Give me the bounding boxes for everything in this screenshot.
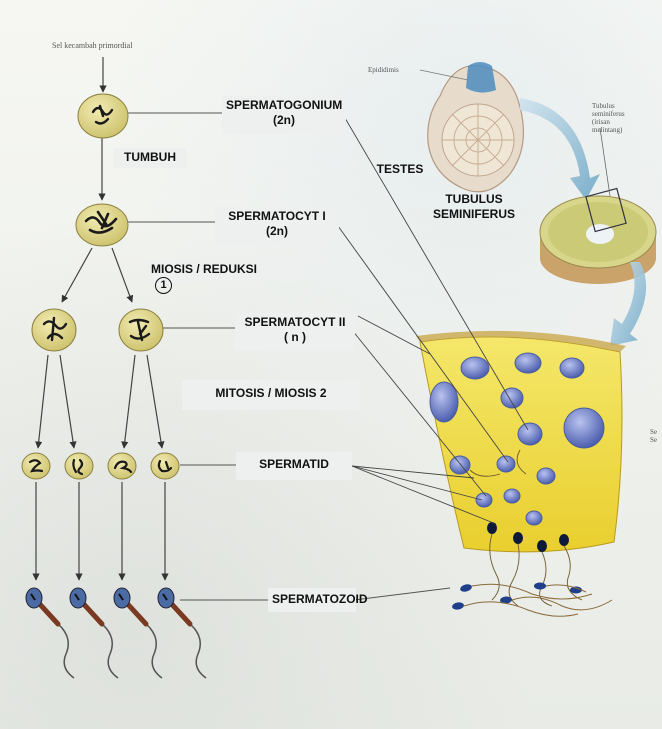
edge-text-1: Se [650, 428, 657, 436]
flow-arrow-2 [610, 262, 647, 346]
edge-text-2: Se [650, 436, 657, 444]
cell-spermatid-4 [150, 452, 180, 480]
free-sperm [452, 582, 613, 617]
cell-spermatid-3 [107, 452, 137, 480]
cell-spermatid-2 [64, 452, 94, 480]
sperm-1 [25, 587, 75, 679]
label-spermatogonium-ploidy: (2n) [273, 113, 295, 127]
label-seminiferus-text: SEMINIFERUS [432, 207, 515, 221]
label-edge-cut: Se Se [650, 428, 662, 444]
cell-spermatogonium [77, 93, 129, 139]
tubule-note-line-1: Tubulus [592, 102, 615, 110]
cell-spermatid-1 [21, 452, 51, 480]
tubule-note-line-4: melintang) [592, 126, 623, 134]
testis-illustration [419, 62, 524, 193]
label-spermatid-text: SPERMATID [259, 457, 329, 471]
seminiferous-tissue [416, 330, 626, 617]
label-tubule-note: Tubulus seminiferus (irisan melintang) [592, 102, 654, 134]
cell-spermatocyte-2b [118, 308, 164, 352]
sperm-group [25, 587, 207, 679]
label-tumbuh-text: TUMBUH [124, 150, 176, 164]
label-tubulus-seminiferus: TUBULUS SEMINIFERUS [424, 192, 524, 222]
label-tumbuh: TUMBUH [114, 148, 186, 168]
tissue-leaders [337, 117, 529, 525]
step-number-badge: 1 [155, 277, 172, 294]
label-mitosis-meiosis-2: MITOSIS / MIOSIS 2 [182, 380, 360, 410]
label-leaders [126, 112, 451, 601]
cell-spermatocyte-2a [31, 308, 77, 352]
label-mitosis-text: MITOSIS / MIOSIS 2 [215, 386, 327, 400]
label-spermatid: SPERMATID [236, 452, 352, 480]
sperm-3 [113, 587, 163, 679]
label-spermatozoid-text: SPERMATOZOID [272, 592, 368, 606]
label-spermatocyte-2-name: SPERMATOCYT II [244, 315, 346, 329]
tubule-cross-section [539, 127, 657, 284]
lineage-arrows [32, 57, 169, 581]
sperm-2 [69, 587, 119, 679]
label-testes: TESTES [376, 162, 424, 176]
label-spermatocyte-1-name: SPERMATOCYT I [228, 209, 326, 223]
cell-spermatocyte-1 [75, 203, 129, 247]
sperm-4 [157, 587, 207, 679]
label-spermatocyte-2-ploidy: ( n ) [284, 330, 306, 344]
label-spermatocyte-1-ploidy: (2n) [266, 224, 288, 238]
tubule-note-line-3: (irisan [592, 118, 610, 126]
tubule-note-line-2: seminiferus [592, 110, 625, 118]
label-tubulus-text: TUBULUS [445, 192, 503, 206]
label-spermatozoid: SPERMATOZOID [268, 588, 368, 612]
label-spermatocyte-1: SPERMATOCYT I (2n) [215, 207, 339, 245]
label-spermatogonium: SPERMATOGONIUM (2n) [222, 96, 346, 134]
label-spermatocyte-2: SPERMATOCYT II ( n ) [235, 313, 355, 351]
label-epididymis: Epididimis [368, 66, 399, 74]
caption-primordial-germ-cell: Sel kecambah primordial [52, 41, 133, 50]
label-meiosis-text: MIOSIS / REDUKSI [151, 262, 258, 276]
flow-arrow-1 [520, 98, 600, 200]
label-spermatogonium-name: SPERMATOGONIUM [226, 98, 343, 112]
